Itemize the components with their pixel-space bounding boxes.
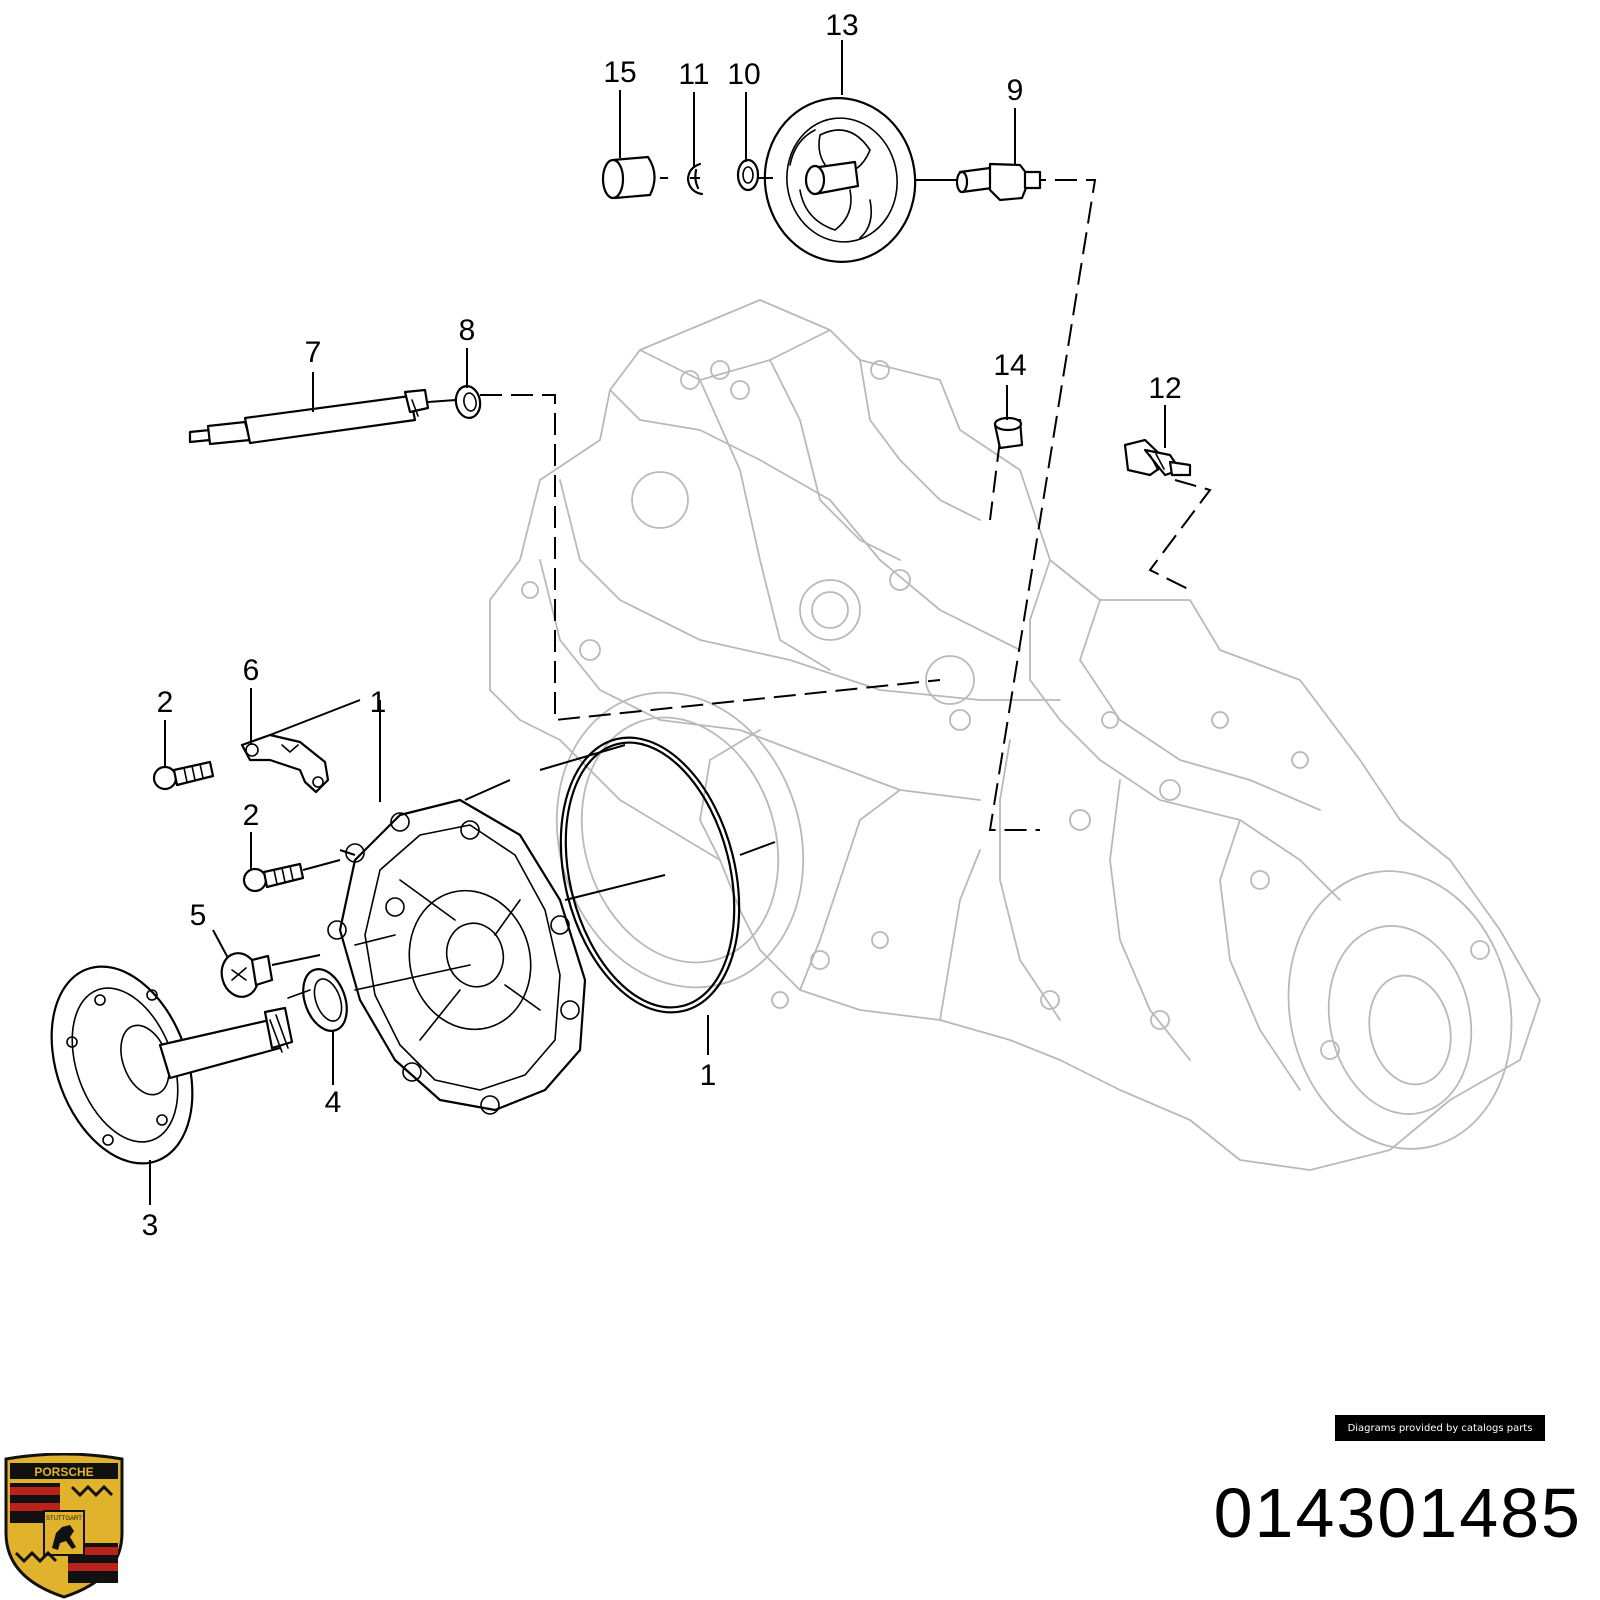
- crest-center-text: STUTTGART: [46, 1516, 82, 1522]
- callout-4: 4: [325, 1086, 342, 1119]
- callout-2-lower: 2: [243, 799, 260, 832]
- crest-top-text: PORSCHE: [34, 1465, 93, 1479]
- callout-9: 13: [825, 9, 858, 42]
- assembly-dashed-lines: [269, 179, 1212, 856]
- part-plug-bolt: [220, 952, 321, 998]
- callout-12: 11: [678, 58, 709, 91]
- credit-banner: Diagrams provided by catalogs parts: [1335, 1415, 1545, 1441]
- callout-6: 7: [305, 336, 322, 369]
- part-side-cover: [327, 798, 587, 1115]
- part-seal-ring: [427, 385, 482, 419]
- part-bolt-lower: [242, 859, 341, 893]
- callout-1-upper: 1: [370, 686, 387, 719]
- part-selector-shaft: [188, 388, 430, 446]
- callout-2-upper: 2: [157, 686, 174, 719]
- callout-14: 12: [1148, 372, 1181, 405]
- callout-7: 8: [459, 314, 476, 347]
- part-number: 014301485: [1213, 1474, 1582, 1552]
- part-sensor: [1123, 438, 1192, 477]
- housing-bolt-bosses: [521, 360, 1490, 1060]
- part-pin: [955, 162, 1042, 202]
- callout-13: 15: [603, 56, 636, 89]
- porsche-crest-icon: PORSCHE STUTTGART: [4, 1453, 124, 1599]
- callout-1-lower: 1: [700, 1059, 717, 1092]
- callout-15: 14: [993, 349, 1026, 382]
- part-plug: [993, 416, 1024, 450]
- part-cap: [601, 155, 656, 200]
- callout-labels: 13 15 11 10 9 7 8 14 12 6 2 1 2 12 5 4 3…: [142, 9, 1182, 1242]
- part-flange-shaft: [50, 965, 294, 1165]
- callout-3: 3: [142, 1209, 159, 1242]
- callout-leaders: [149, 40, 1166, 1205]
- part-o-ring: [559, 736, 776, 1014]
- credit-text: Diagrams provided by catalogs parts: [1347, 1422, 1533, 1434]
- part-bracket: [240, 733, 330, 794]
- part-shaft-seal: [287, 968, 348, 1032]
- part-drum: [763, 97, 917, 263]
- callout-11: 10: [727, 58, 760, 91]
- part-bolt-upper: [152, 760, 215, 791]
- callout-10: 9: [1007, 74, 1024, 107]
- callout-8: 5: [190, 899, 207, 932]
- part-washer: [736, 158, 760, 192]
- callout-5: 6: [243, 654, 260, 687]
